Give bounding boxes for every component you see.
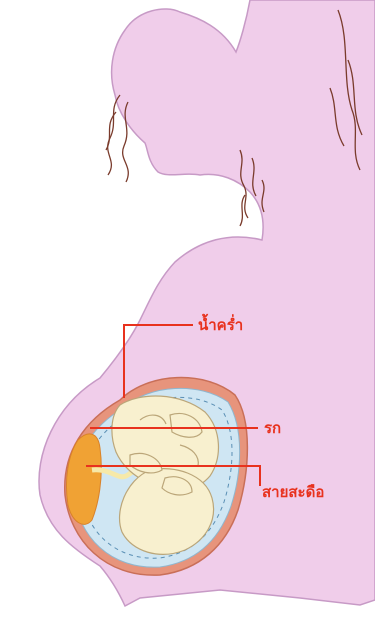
placenta-label: รก <box>264 419 281 437</box>
umbilical-cord-label: สายสะดือ <box>262 483 324 501</box>
amniotic-fluid-label: น้ำคร่ำ <box>198 313 243 334</box>
